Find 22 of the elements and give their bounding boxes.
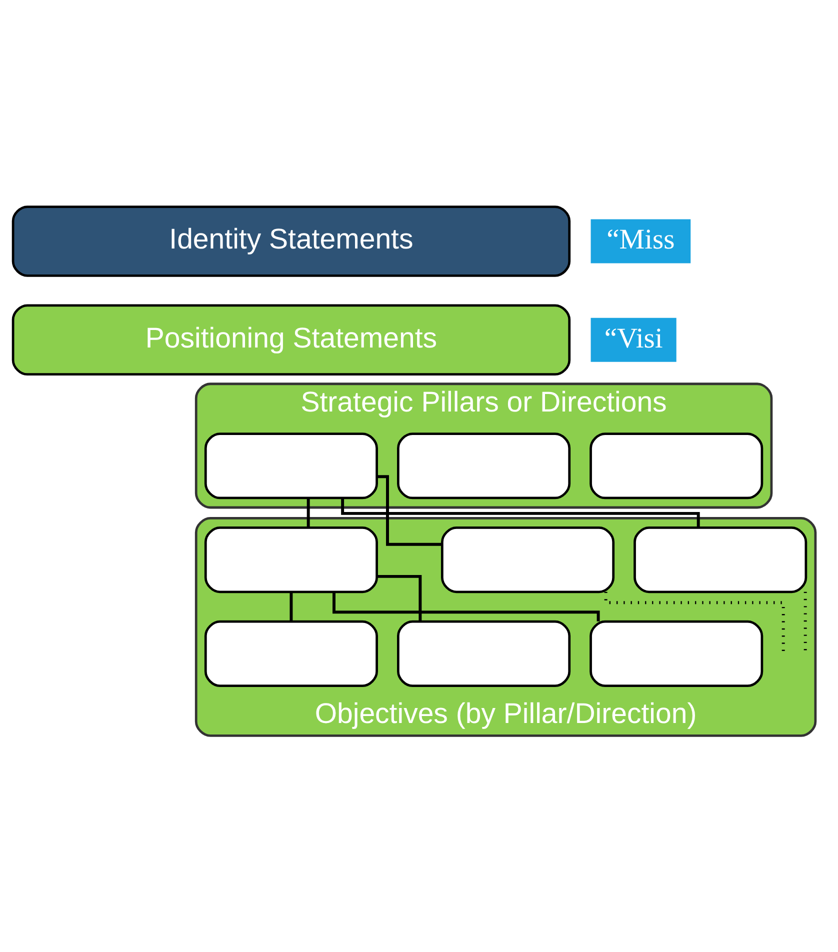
node-box	[204, 526, 378, 594]
node-box	[590, 432, 764, 500]
node-box	[634, 526, 808, 594]
node-label: “Miss	[606, 224, 675, 256]
node-box: Identity Statements	[12, 206, 571, 277]
connector	[604, 592, 785, 654]
connector	[376, 475, 442, 546]
node-box	[397, 432, 571, 500]
connector	[341, 498, 700, 528]
cluster: Objectives (by Pillar/Direction)	[194, 517, 817, 737]
node-box	[441, 526, 615, 594]
cluster: Strategic Pillars or Directions	[194, 382, 773, 509]
connector	[306, 498, 310, 528]
node-box	[204, 620, 378, 687]
node-box	[397, 620, 571, 687]
node-label: “Visi	[604, 323, 663, 354]
connector	[376, 574, 422, 622]
connector	[290, 592, 293, 622]
node-box	[204, 432, 378, 500]
connector	[332, 592, 600, 622]
node-box: Positioning Statements	[12, 304, 571, 376]
node-box	[590, 620, 764, 687]
